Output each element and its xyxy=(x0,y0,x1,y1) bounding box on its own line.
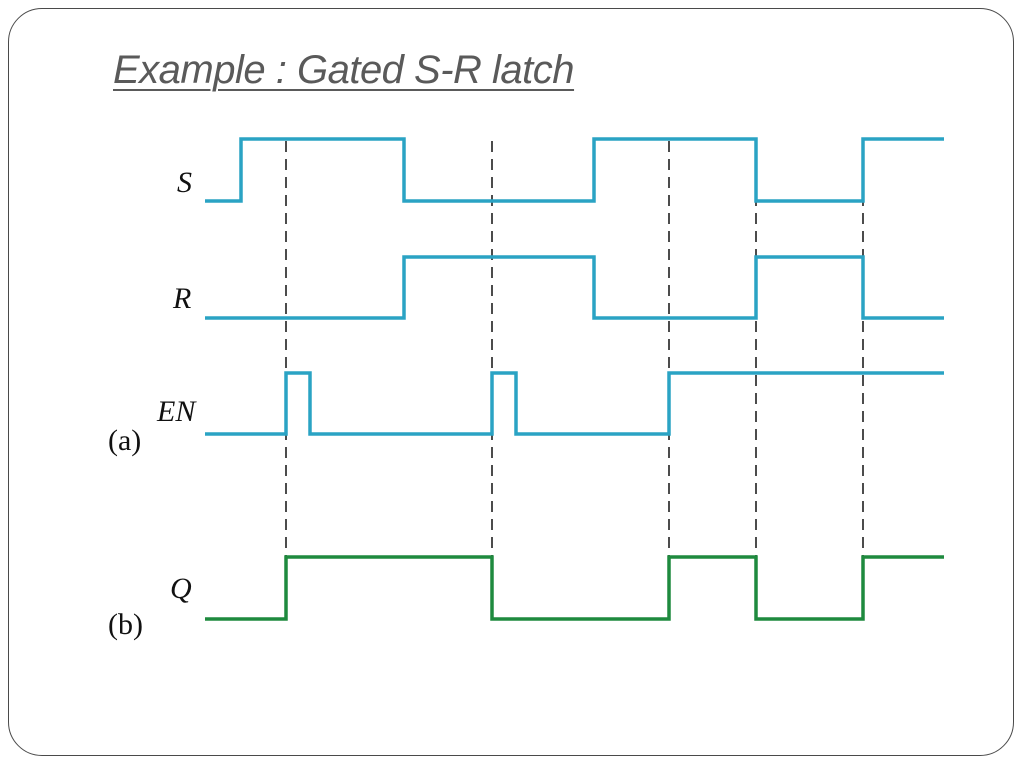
waveforms xyxy=(205,137,944,621)
part-label-b: (b) xyxy=(108,608,143,641)
signal-label-q: Q xyxy=(170,572,192,605)
waveform-r xyxy=(205,255,944,320)
part-label-a: (a) xyxy=(108,424,141,457)
waveform-q xyxy=(205,555,944,621)
signal-label-s: S xyxy=(177,166,192,199)
signal-label-en: EN xyxy=(156,395,197,428)
waveform-en xyxy=(205,371,944,436)
waveform-s xyxy=(205,137,944,203)
guide-lines xyxy=(285,141,864,617)
slide-title: Example : Gated S-R latch xyxy=(113,48,575,92)
slide-frame xyxy=(8,8,1014,756)
signal-label-r: R xyxy=(172,282,191,315)
